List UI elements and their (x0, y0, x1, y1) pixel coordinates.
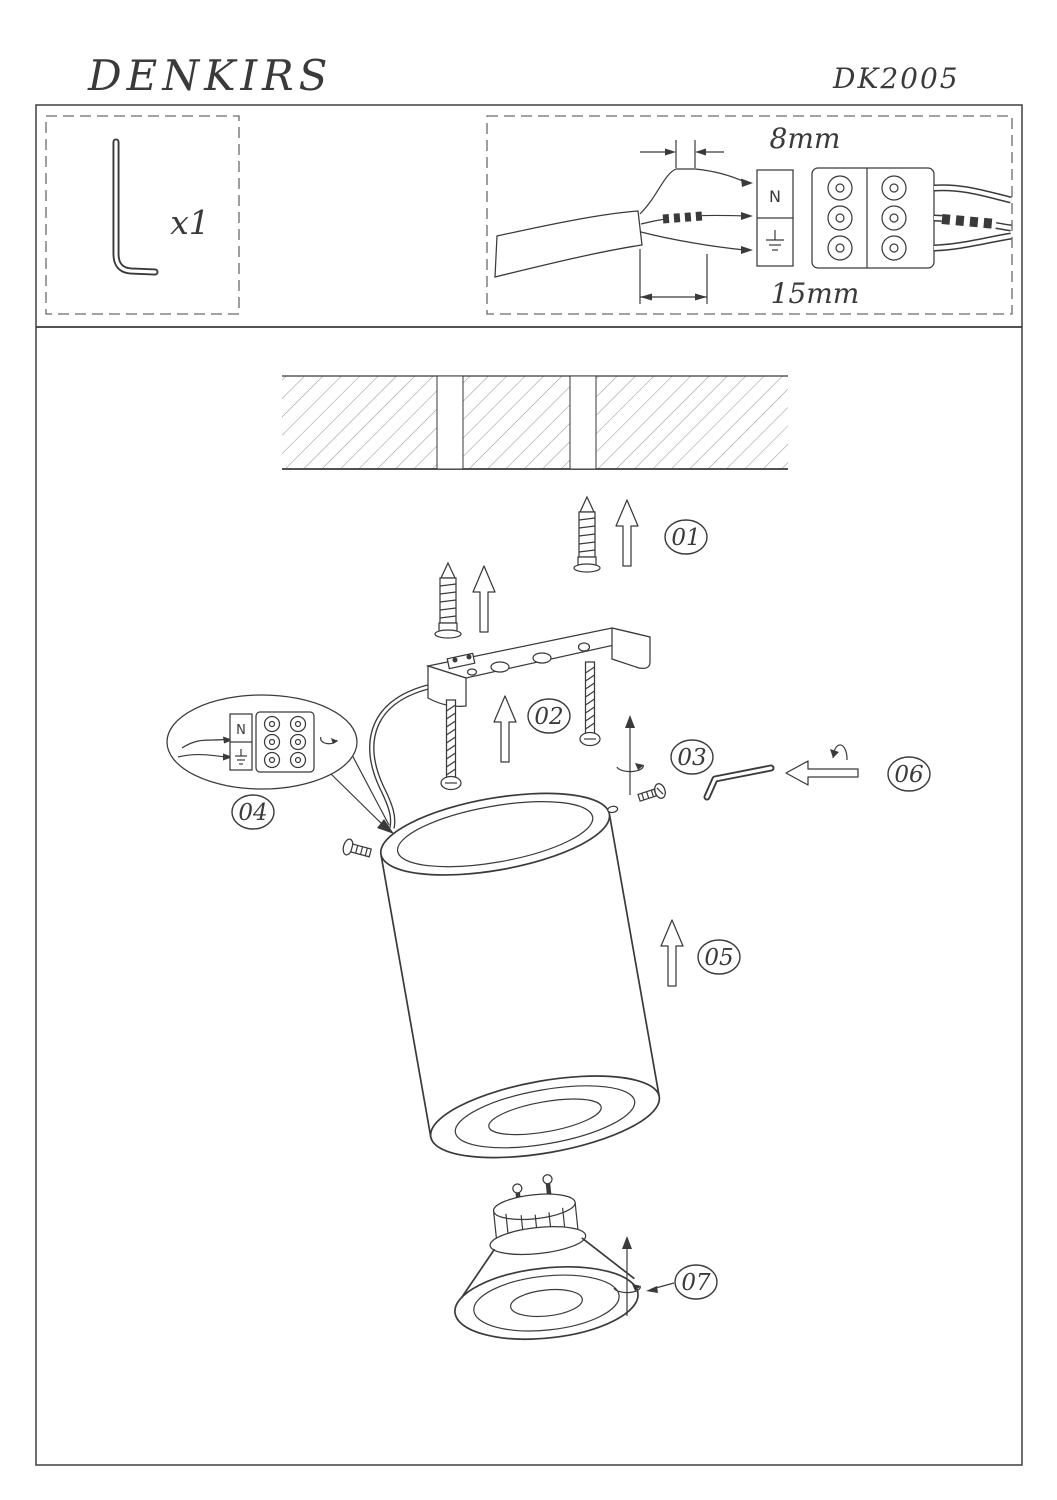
strip-dimension-top: 8mm (770, 122, 841, 155)
callout-neutral-label: N (236, 723, 246, 738)
drill-hole (569, 375, 597, 470)
earth-symbol (766, 230, 784, 251)
wiring-callout: N (166, 694, 394, 834)
step-badge: 06 (887, 756, 931, 792)
ceiling-hatch (282, 376, 788, 469)
bracket-hole (466, 668, 478, 676)
terminal-screw (342, 838, 373, 858)
step-badge: 05 (697, 939, 741, 975)
output-cables (933, 184, 1012, 252)
step-number: 01 (671, 525, 700, 551)
terminal-neutral-label: N (769, 187, 781, 206)
step-number: 03 (677, 745, 706, 771)
wire-top (639, 168, 746, 215)
step-badge: 04 (231, 794, 275, 830)
step-badge: 02 (527, 698, 571, 734)
wire-stripping-diagram: 8mm 15mm N (486, 115, 1013, 315)
set-screw-hole (607, 805, 619, 814)
wiring-box-border (486, 115, 1013, 315)
model-number: DK2005 (832, 62, 960, 95)
wire-bottom (640, 231, 746, 251)
step-number: 04 (238, 800, 267, 826)
cable-stripe-marking (941, 214, 997, 229)
mounting-screw (579, 661, 601, 747)
hex-key-part-box: x1 (45, 115, 240, 315)
cable-sheath (494, 210, 643, 278)
hex-key-tool (703, 764, 775, 801)
earth-symbol (235, 749, 247, 765)
step-number: 06 (894, 762, 923, 788)
ceiling-section (282, 375, 788, 470)
hex-key-qty: x1 (170, 203, 210, 242)
supply-cable (369, 683, 433, 829)
drill-hole (436, 375, 464, 470)
page-frame (35, 104, 1023, 1466)
parts-box-border (45, 115, 240, 315)
mounting-bracket (425, 627, 651, 707)
set-screw (637, 783, 666, 802)
gu10-bulb (454, 1174, 639, 1340)
hex-key-icon (112, 138, 159, 276)
mounting-screw (440, 699, 462, 791)
bracket-slot (532, 652, 552, 664)
step-badge: 01 (664, 519, 708, 555)
step-number: 05 (704, 945, 733, 971)
bracket-slot (490, 661, 510, 673)
bracket-hole (577, 642, 591, 652)
step-number: 07 (681, 1270, 711, 1296)
step-badge: 07 (674, 1264, 718, 1300)
brand-logo: DENKIRS (87, 51, 332, 100)
terminal-block: N (756, 167, 935, 269)
callout-wire (181, 738, 228, 749)
arrow-left-icon (785, 760, 859, 786)
step-number: 02 (534, 704, 563, 730)
lamp-body (379, 792, 661, 1159)
step-badge: 03 (670, 739, 714, 775)
strip-dimension-bottom: 15mm (771, 277, 860, 310)
